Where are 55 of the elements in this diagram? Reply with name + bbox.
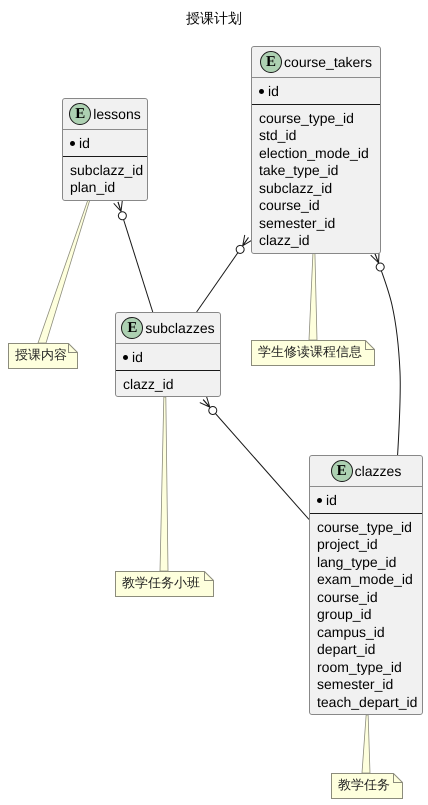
attribute-name: subclazz_id xyxy=(259,180,332,197)
entity-name: clazzes xyxy=(354,462,402,480)
relationship-line xyxy=(196,234,253,312)
attribute-name: course_id xyxy=(259,197,320,214)
relationship-line xyxy=(370,251,401,456)
entity-name: lessons xyxy=(93,106,141,122)
attribute-name: teach_depart_id xyxy=(317,694,418,711)
attribute-name: take_type_id xyxy=(259,162,338,180)
entity-name: subclazzes xyxy=(145,320,215,336)
attribute-name: room_type_id xyxy=(317,658,402,676)
entity-box xyxy=(115,312,221,397)
entity-name: course_takers xyxy=(284,54,372,70)
attribute-name: campus_id xyxy=(317,624,385,641)
note-text: 教学任务 xyxy=(338,777,390,795)
note xyxy=(331,773,403,799)
attribute-name: depart_id xyxy=(317,641,376,658)
note-connector xyxy=(362,714,370,774)
key-field: id xyxy=(326,492,337,510)
relationship-line xyxy=(113,200,154,312)
note xyxy=(251,340,375,366)
attribute-name: std_id xyxy=(259,127,296,144)
attribute-name: plan_id xyxy=(70,179,116,196)
entity-box xyxy=(309,455,423,715)
note-text: 授课内容 xyxy=(15,347,67,365)
entity-box xyxy=(251,46,381,254)
note-connector xyxy=(37,200,90,344)
note-connector xyxy=(308,253,318,340)
note-text: 学生修读课程信息 xyxy=(258,344,362,362)
attribute-name: clazz_id xyxy=(123,376,174,393)
key-field: id xyxy=(132,349,143,366)
entity-marker: E xyxy=(121,317,144,339)
relationship-line xyxy=(199,396,310,520)
note xyxy=(115,571,214,597)
note-connector xyxy=(160,396,168,572)
attribute-name: course_type_id xyxy=(259,110,354,127)
key-field: id xyxy=(268,83,279,100)
note-text: 教学任务小班 xyxy=(122,575,200,593)
entity-marker: E xyxy=(260,51,282,73)
entity-marker: E xyxy=(330,460,353,482)
attribute-name: course_type_id xyxy=(317,518,412,536)
entity-box xyxy=(62,98,148,200)
attribute-name: lang_type_id xyxy=(317,554,396,571)
attribute-name: course_id xyxy=(317,588,378,606)
attribute-name: group_id xyxy=(317,606,372,624)
diagram-title: 授课计划 xyxy=(186,10,242,28)
entity-marker: E xyxy=(69,103,92,125)
attribute-name: exam_mode_id xyxy=(317,571,413,588)
attribute-name: subclazz_id xyxy=(70,162,144,179)
attribute-name: semester_id xyxy=(317,676,394,694)
attribute-name: semester_id xyxy=(259,214,336,232)
attribute-name: clazz_id xyxy=(259,232,310,250)
note xyxy=(8,343,78,369)
attribute-name: project_id xyxy=(317,536,378,554)
attribute-name: election_mode_id xyxy=(259,144,369,162)
key-field: id xyxy=(79,135,90,152)
